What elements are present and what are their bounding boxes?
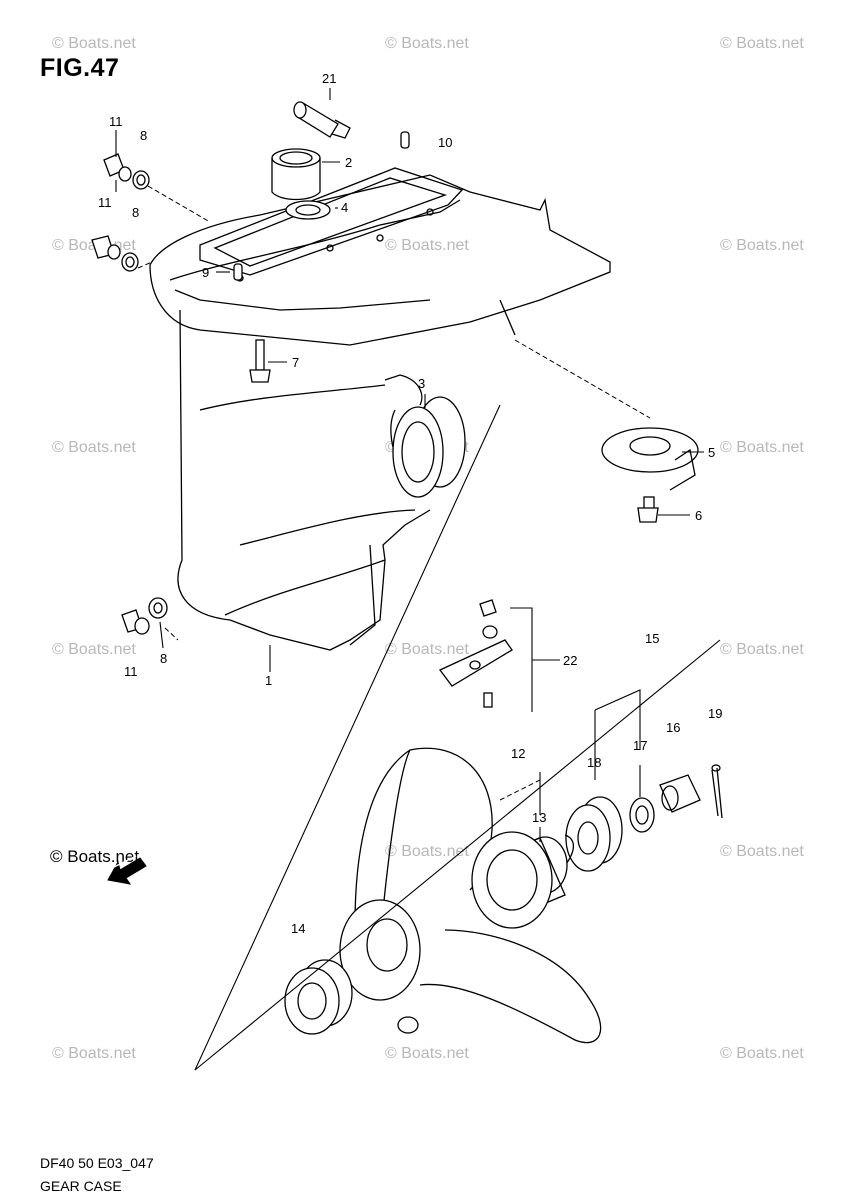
pin-part-9	[233, 263, 243, 281]
watermark: © Boats.net	[385, 641, 469, 658]
model-code: DF40 50 E03_047	[40, 1155, 154, 1171]
callout-17: 17	[633, 738, 647, 753]
watermark: © Boats.net	[52, 439, 136, 456]
watermark: © Boats.net	[720, 843, 804, 860]
watermark: © Boats.net	[385, 237, 469, 254]
callout-11: 11	[109, 114, 123, 129]
bearing-part-3	[392, 396, 466, 498]
leader-dashed	[137, 261, 153, 269]
leader-dashed	[499, 779, 541, 801]
callout-11: 11	[124, 664, 138, 679]
seal-part-4	[285, 200, 331, 220]
callout-5: 5	[708, 445, 715, 460]
callout-18: 18	[587, 755, 601, 770]
watermark: © Boats.net	[385, 35, 469, 52]
leader-dashed	[514, 339, 651, 419]
bolt-washer-set-top	[91, 153, 150, 272]
diagram-name: GEAR CASE	[40, 1178, 122, 1194]
anode-kit-part-22	[438, 599, 513, 708]
leader-lines	[115, 88, 704, 842]
callout-4: 4	[341, 200, 348, 215]
callout-11: 11	[98, 195, 112, 210]
dowel-pin-part-10	[400, 131, 410, 149]
figure-title: FIG.47	[40, 54, 120, 82]
propeller-part-12	[339, 747, 602, 1044]
leader-dashed	[164, 627, 179, 641]
group-bracket-triangle	[194, 404, 721, 1071]
sleeve-part-2	[271, 148, 321, 201]
callout-7: 7	[292, 355, 299, 370]
part-callouts: 21 2 10 11 8 11 8 4 9 7 3 5 6 1 11 8 22 …	[98, 71, 722, 936]
watermark: © Boats.net	[720, 35, 804, 52]
watermark: © Boats.net	[385, 1045, 469, 1062]
bolt-part-7	[249, 339, 271, 383]
callout-19: 19	[708, 706, 722, 721]
gear-case-housing	[149, 174, 611, 651]
callout-15: 15	[645, 631, 659, 646]
watermark: © Boats.net	[720, 641, 804, 658]
callout-16: 16	[666, 720, 680, 735]
watermark: © Boats.net	[52, 641, 136, 658]
bolt-part-6	[637, 496, 659, 523]
callout-12: 12	[511, 746, 525, 761]
callout-8: 8	[140, 128, 147, 143]
watermark: © Boats.net	[52, 1045, 136, 1062]
plug-part-21	[293, 101, 351, 139]
watermark-group: © Boats.net © Boats.net © Boats.net © Bo…	[50, 35, 804, 1062]
callout-1: 1	[265, 673, 272, 688]
callout-2: 2	[345, 155, 352, 170]
callout-9: 9	[202, 265, 209, 280]
callout-3: 3	[418, 376, 425, 391]
callout-22: 22	[563, 653, 577, 668]
cotter-pin-part-19	[711, 764, 723, 819]
nut-part-16	[659, 774, 701, 813]
water-tube-gasket	[199, 167, 464, 282]
callout-14: 14	[291, 921, 305, 936]
callout-8: 8	[160, 651, 167, 666]
watermark: © Boats.net	[385, 843, 469, 860]
bolt-washer-set-bottom	[121, 597, 168, 635]
callout-10: 10	[438, 135, 452, 150]
watermark: © Boats.net	[720, 237, 804, 254]
front-arrow-icon	[107, 855, 147, 885]
leader-dashed	[147, 185, 211, 223]
watermark: © Boats.net	[720, 439, 804, 456]
watermark-dark: © Boats.net	[50, 847, 139, 866]
washer-part-18	[565, 796, 623, 872]
callout-13: 13	[532, 810, 546, 825]
watermark: © Boats.net	[52, 35, 136, 52]
callout-8: 8	[132, 205, 139, 220]
trim-tab-part-5	[601, 427, 699, 491]
callout-6: 6	[695, 508, 702, 523]
callout-21: 21	[322, 71, 336, 86]
spacer-part-14	[284, 959, 353, 1035]
washer-part-17	[629, 797, 655, 833]
watermark: © Boats.net	[720, 1045, 804, 1062]
